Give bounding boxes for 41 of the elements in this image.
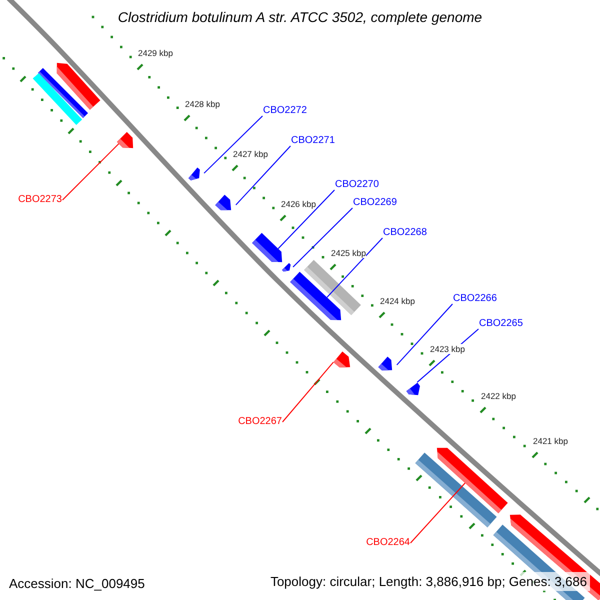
gene-label: CBO2272 <box>263 105 307 117</box>
gene-label: CBO2266 <box>453 293 497 305</box>
gene-label: CBO2265 <box>479 318 523 330</box>
scale-label: 2422 kbp <box>481 391 516 401</box>
leader-line <box>282 362 334 422</box>
scale-label: 2428 kbp <box>185 99 220 109</box>
gene-block <box>188 168 200 180</box>
leader-line <box>292 208 353 268</box>
gene-label: CBO2267 <box>238 416 282 428</box>
gene-block <box>215 194 232 210</box>
scale-label: 2421 kbp <box>533 436 568 446</box>
scale-label: 2429 kbp <box>138 48 173 58</box>
leader-line <box>278 190 335 250</box>
gene-block <box>252 232 282 262</box>
info-text: Accession: NC_009495 <box>9 575 145 593</box>
leader-line <box>235 146 291 206</box>
gene-block <box>282 262 291 272</box>
scale-label: 2427 kbp <box>233 149 268 159</box>
gene-block <box>436 448 508 514</box>
feature-bar <box>32 73 82 125</box>
leader-line <box>396 304 453 366</box>
gene-block <box>290 272 342 320</box>
leader-line <box>326 238 383 298</box>
gene-label: CBO2273 <box>18 194 62 206</box>
scale-label: 2426 kbp <box>281 199 316 209</box>
gene-label: CBO2269 <box>353 197 397 209</box>
gene-block <box>333 352 350 368</box>
gene-block <box>378 356 392 370</box>
leader-line <box>62 143 120 200</box>
title: Clostridium botulinum A str. ATCC 3502, complete genome <box>116 9 484 25</box>
gene-label: CBO2268 <box>383 227 427 239</box>
leader-line <box>410 482 466 544</box>
gene-label: CBO2270 <box>335 179 379 191</box>
gene-block <box>406 382 420 396</box>
gene-block <box>116 132 134 148</box>
gene-label: CBO2271 <box>291 135 335 147</box>
gene-label: CBO2264 <box>366 537 410 549</box>
scale-label: 2423 kbp <box>430 344 465 354</box>
scale-label: 2425 kbp <box>331 248 366 258</box>
scale-label: 2424 kbp <box>380 296 415 306</box>
leader-line <box>204 116 263 174</box>
